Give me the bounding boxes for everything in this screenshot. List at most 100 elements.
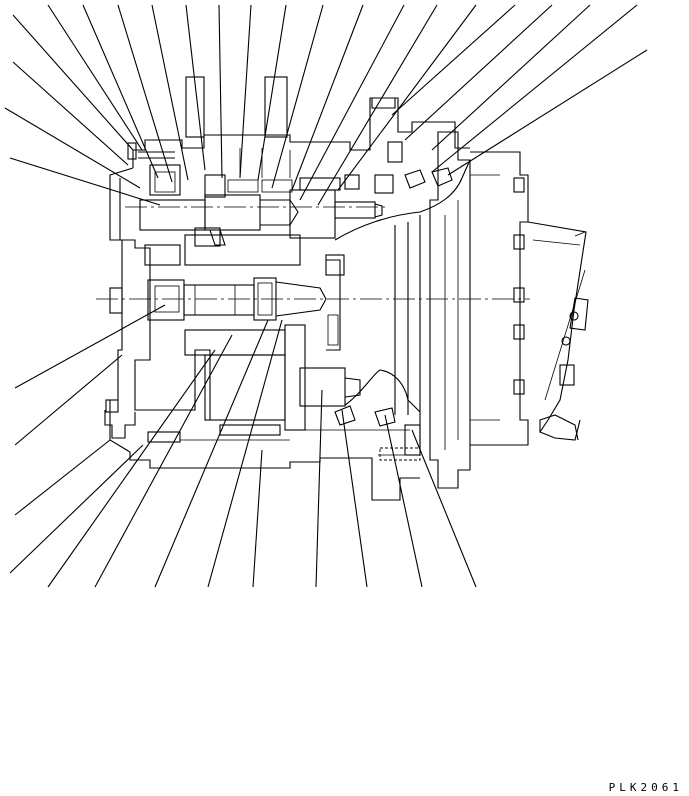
upper-planetary-assembly xyxy=(139,148,383,276)
top-protrusions xyxy=(185,76,396,138)
left-cover-inner xyxy=(119,178,211,420)
sprocket-face-plate xyxy=(470,151,529,446)
oil-seal-upper xyxy=(387,141,403,163)
flange-bolt-4 xyxy=(513,324,525,340)
track-frame xyxy=(527,221,589,441)
leader-line-bottom-1 xyxy=(9,444,144,574)
leader-line-top-7 xyxy=(218,4,223,179)
track-frame-diagonal xyxy=(544,269,586,401)
leader-line-top-13 xyxy=(317,4,438,206)
carrier-plate-upper xyxy=(184,234,301,266)
top-block-b xyxy=(264,76,288,138)
taper-roller-upper-2 xyxy=(431,167,453,187)
frame-foot xyxy=(539,414,579,441)
left-housing-outline xyxy=(132,97,470,168)
leader-line-bottom-8 xyxy=(341,409,368,588)
spacer-ring xyxy=(209,229,226,246)
callout-leader-lines xyxy=(4,4,648,588)
lower-bottom-lip xyxy=(147,431,181,443)
lower-bearing-tip xyxy=(344,377,361,398)
seal-ring-left xyxy=(105,399,119,413)
flange-bolt-3 xyxy=(513,287,525,303)
sun-gear-bore xyxy=(154,285,180,313)
leader-line-bottom-3 xyxy=(94,334,233,588)
output-pin-end xyxy=(374,203,383,218)
taper-roller-lower xyxy=(334,405,356,426)
top-block-c xyxy=(371,98,396,109)
oil-plug-left xyxy=(109,287,123,314)
washer-b xyxy=(144,244,181,266)
bolt-top-left xyxy=(127,142,137,160)
hub-housing xyxy=(326,141,471,461)
left-housing xyxy=(104,97,470,501)
lower-inner-housing xyxy=(284,324,306,431)
frame-tick xyxy=(574,231,586,237)
lower-planetary-assembly xyxy=(147,324,410,443)
leader-line-top-2 xyxy=(47,4,143,151)
hub-upper-contour xyxy=(334,159,471,241)
leader-line-left-5 xyxy=(14,354,123,446)
leader-line-top-16 xyxy=(404,4,553,141)
hub-lower-contour xyxy=(344,369,421,413)
leader-line-left-3 xyxy=(9,157,161,206)
leader-line-left-6 xyxy=(14,439,111,516)
leader-line-top-19 xyxy=(447,49,648,176)
lower-left-boss xyxy=(104,410,136,439)
sprocket-flange xyxy=(419,131,529,489)
track-frame-outline xyxy=(527,221,587,441)
hub-bearing-upper-b xyxy=(374,174,394,194)
frame-bolt-lower xyxy=(559,364,575,386)
drawing-code: PLK2061 xyxy=(608,781,683,794)
leader-line-top-18 xyxy=(431,4,638,173)
leader-line-bottom-5 xyxy=(207,319,283,588)
output-pin xyxy=(334,201,376,219)
washer-a xyxy=(194,227,221,247)
lower-carrier-plate xyxy=(184,329,286,356)
planet-gear-left xyxy=(149,164,181,196)
frame-hole-lower xyxy=(561,336,571,346)
leader-line-bottom-6 xyxy=(252,449,263,588)
leader-line-bottom-9 xyxy=(384,414,423,588)
leader-line-top-11 xyxy=(291,4,364,191)
leader-line-top-5 xyxy=(151,4,189,181)
taper-roller-upper xyxy=(404,169,426,189)
track-frame-bracket xyxy=(569,297,589,331)
needle-bearing-b xyxy=(227,179,259,193)
center-bore-step xyxy=(326,259,341,351)
central-shaft-assembly xyxy=(147,277,327,321)
leader-line-top-17 xyxy=(431,4,591,151)
leader-line-top-9 xyxy=(257,4,287,181)
lower-seal-block xyxy=(404,424,421,456)
track-frame-inner-line xyxy=(532,239,581,246)
leader-line-top-14 xyxy=(337,4,477,191)
needle-bearing-c xyxy=(261,179,293,193)
leader-line-bottom-2 xyxy=(47,349,216,588)
leader-line-top-1 xyxy=(12,14,134,151)
leader-line-top-6 xyxy=(185,4,206,171)
leader-line-bottom-4 xyxy=(154,319,269,588)
floating-seal-upper xyxy=(325,254,345,276)
spline-coupling-inner xyxy=(257,282,273,316)
leader-line-left-4 xyxy=(14,304,166,389)
planet-shaft-left xyxy=(139,199,206,231)
lower-bearing-block xyxy=(299,367,346,407)
leader-line-top-4 xyxy=(117,4,173,183)
leader-line-top-15 xyxy=(391,4,516,116)
leader-line-bottom-7 xyxy=(315,389,323,588)
leader-line-left-1 xyxy=(12,61,129,166)
leader-line-top-8 xyxy=(239,4,252,179)
frame-hole-upper xyxy=(569,311,579,321)
lower-ring xyxy=(219,424,281,436)
flange-bolt-1 xyxy=(513,177,525,193)
planet-shaft-mid xyxy=(204,194,261,231)
center-lines xyxy=(96,206,530,300)
flange-bolt-2 xyxy=(513,234,525,250)
input-shaft xyxy=(183,284,255,316)
needle-bearing-a xyxy=(204,174,226,198)
leader-line-bottom-10 xyxy=(411,429,477,588)
sprocket-outer-rim xyxy=(429,131,471,489)
shaft-taper xyxy=(275,281,327,317)
lower-planet-block xyxy=(204,354,286,421)
leader-line-top-12 xyxy=(299,4,405,201)
